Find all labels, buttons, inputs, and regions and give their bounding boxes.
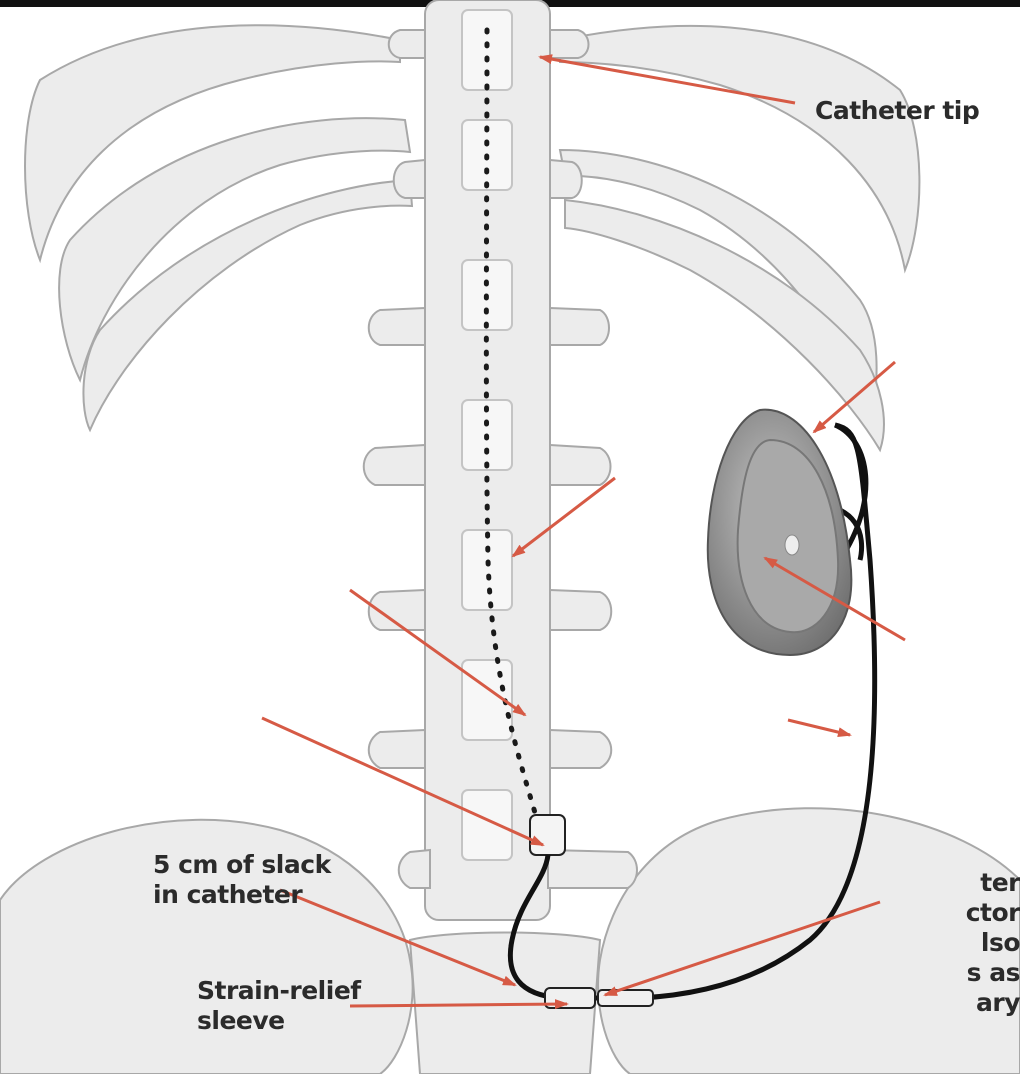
pump-port [784,534,800,556]
pointer-arrows [261,54,906,1010]
label-slack-line2: in catheter [153,880,303,909]
intrathecal-catheter-dotted [483,27,543,833]
spine [362,0,638,921]
cut-line-0: ter [980,868,1020,897]
arrow-mid-spine [349,588,527,717]
infusion-pump [706,408,853,657]
rib-left-2 [58,117,412,383]
cut-line-1: ctor [965,898,1020,927]
arrow-catheter-tip [538,54,796,105]
label-slack: 5 cm of slack in catheter [153,850,331,910]
label-strain-relief: Strain-relief sleeve [197,976,361,1036]
arrow-catheter-side [787,718,852,738]
arrow-strain [349,999,569,1010]
iliac-left [0,818,414,1074]
rib-left-1 [24,24,401,264]
catheter-connector [597,989,654,1007]
label-strain-line2: sleeve [197,1006,285,1035]
rib-right-3 [564,198,885,453]
cut-line-2: lso [980,928,1020,957]
arrow-connector [603,900,881,997]
catheter-anchor [529,814,566,856]
rib-left-3 [82,178,414,433]
label-cut-off-right: ter ctor lso s as ary [940,868,1020,1018]
catheter-line [507,422,878,1001]
vertebra-processes [362,29,638,889]
ribcage [24,24,921,453]
rib-right-1 [559,24,921,274]
cut-line-3: s as [966,958,1020,987]
arrow-slack [279,888,517,987]
label-catheter-tip: Catheter tip [815,96,980,125]
pump-face [736,438,840,634]
cut-line-4: ary [976,988,1020,1017]
arrow-pump-edge [812,360,896,434]
arrow-pump-port [763,556,906,642]
label-strain-line1: Strain-relief [197,976,361,1005]
arrow-spinal-entry [511,476,616,558]
label-slack-line1: 5 cm of slack [153,850,331,879]
arrow-anchor [261,716,545,847]
